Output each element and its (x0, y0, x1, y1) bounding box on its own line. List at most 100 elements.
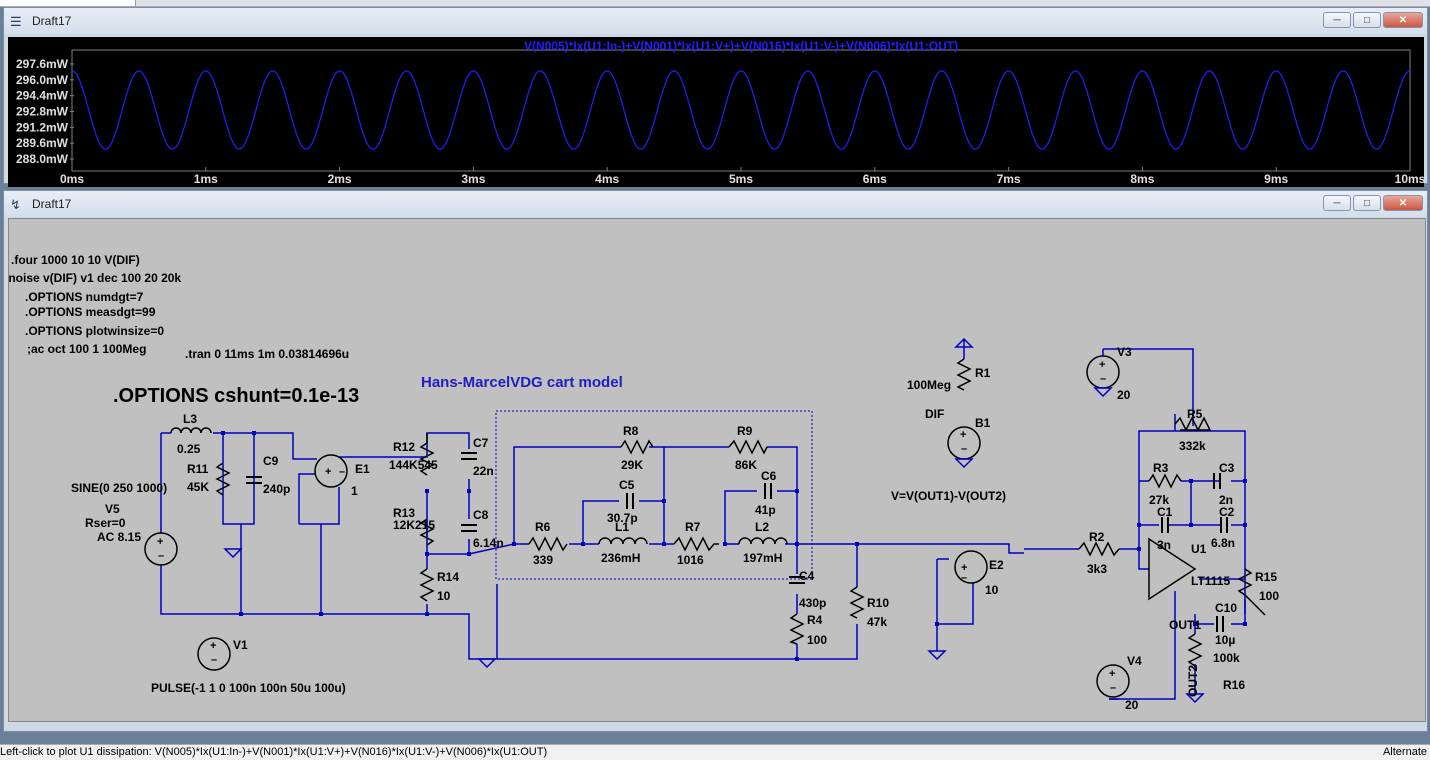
schematic-window: ↯ Draft17 ─ □ ✕ .four 1000 10 10 V(DIF) … (3, 190, 1428, 732)
x-tick-label: 7ms (997, 172, 1021, 186)
label-r8: R8 (623, 424, 639, 438)
label-c9-val: 240p (263, 482, 290, 496)
label-r2-val: 3k3 (1087, 562, 1107, 576)
label-v5-rser: Rser=0 (85, 516, 126, 530)
x-tick-label: 1ms (194, 172, 218, 186)
label-r11: R11 (187, 462, 209, 476)
label-r5-val: 332k (1179, 439, 1206, 453)
svg-text:–: – (961, 443, 967, 455)
x-tick-label: 8ms (1130, 172, 1154, 186)
x-tick-label: 9ms (1264, 172, 1288, 186)
label-r12-val: 144K545 (389, 458, 438, 472)
label-r10: R10 (867, 596, 889, 610)
label-r15: R15 (1255, 570, 1277, 584)
svg-text:+: + (1109, 668, 1115, 680)
label-v4-val: 20 (1125, 698, 1139, 712)
waveform-plot-area[interactable]: V(N005)*Ix(U1:In-)+V(N001)*Ix(U1:V+)+V(N… (8, 37, 1424, 187)
label-dif: DIF (925, 407, 944, 421)
directive-measdgt[interactable]: .OPTIONS measdgt=99 (25, 305, 156, 319)
inductors[interactable] (170, 427, 788, 545)
x-tick-label: 5ms (729, 172, 753, 186)
label-r7-val: 1016 (677, 553, 704, 567)
minimize-button[interactable]: ─ (1323, 12, 1351, 28)
schematic-canvas[interactable]: .four 1000 10 10 V(DIF) .noise v(DIF) v1… (8, 218, 1426, 722)
label-r9: R9 (737, 424, 753, 438)
svg-text:–: – (961, 572, 967, 584)
wires (160, 348, 1246, 700)
label-v5-ac: AC 8.15 (97, 530, 141, 544)
y-tick-label: 294.4mW (16, 89, 69, 103)
label-c10-val: 10µ (1215, 633, 1235, 647)
label-r10-val: 47k (867, 615, 887, 629)
label-v4: V4 (1127, 654, 1142, 668)
x-tick-label: 2ms (328, 172, 352, 186)
label-r7: R7 (685, 520, 701, 534)
label-c5-val: 30.7p (607, 511, 638, 525)
label-l2-val: 197mH (743, 551, 782, 565)
maximize-button[interactable]: □ (1353, 195, 1381, 211)
y-tick-label: 296.0mW (16, 73, 69, 87)
label-r6-val: 339 (533, 553, 553, 567)
directive-tran[interactable]: .tran 0 11ms 1m 0.03814696u (185, 347, 349, 361)
resistors[interactable] (215, 358, 1266, 667)
label-r3: R3 (1153, 461, 1169, 475)
y-tick-label: 292.8mW (16, 105, 69, 119)
label-c3: C3 (1219, 461, 1235, 475)
label-c8-val: 6.14n (473, 536, 504, 550)
schematic-window-titlebar[interactable]: ↯ Draft17 ─ □ ✕ (4, 191, 1427, 217)
schematic-window-title: Draft17 (32, 197, 72, 211)
directive-numdgt[interactable]: .OPTIONS numdgt=7 (25, 290, 144, 304)
supply-wires (1102, 349, 1119, 700)
directive-plotwinsize[interactable]: .OPTIONS plotwinsize=0 (25, 324, 164, 338)
svg-text:+: + (961, 562, 967, 574)
sources[interactable] (144, 355, 1130, 698)
svg-text:+: + (157, 536, 163, 548)
status-bar: Left-click to plot U1 dissipation: V(N00… (0, 744, 1430, 760)
svg-text:–: – (339, 466, 345, 478)
model-title[interactable]: Hans-MarcelVDG cart model (421, 374, 623, 391)
opamp-u1[interactable] (1148, 537, 1197, 601)
plot-window-titlebar[interactable]: ☰ Draft17 ─ □ ✕ (4, 8, 1427, 34)
label-v5-sine: SINE(0 250 1000) (71, 481, 167, 495)
label-r14: R14 (437, 570, 459, 584)
label-r12: R12 (393, 440, 415, 454)
label-u1-model: LT1115 (1191, 574, 1230, 588)
junction-dots (221, 431, 1247, 661)
svg-text:–: – (1110, 682, 1116, 694)
label-l3: L3 (183, 412, 197, 426)
close-button[interactable]: ✕ (1383, 195, 1423, 211)
label-e1-val: 1 (351, 484, 358, 498)
svg-text:+: + (960, 429, 966, 441)
label-r4: R4 (807, 613, 823, 627)
label-c2-val: 6.8n (1211, 536, 1235, 550)
trace-title[interactable]: V(N005)*Ix(U1:In-)+V(N001)*Ix(U1:V+)+V(N… (524, 39, 958, 53)
waveform-icon: ☰ (10, 14, 22, 29)
minimize-button[interactable]: ─ (1323, 195, 1351, 211)
label-c1-val: 3n (1157, 538, 1171, 552)
label-l1: L1 (615, 520, 629, 534)
capacitors[interactable] (246, 452, 1228, 632)
label-r8-val: 29K (621, 458, 643, 472)
label-c10: C10 (1215, 601, 1237, 615)
label-r4-val: 100 (807, 633, 827, 647)
directive-cshunt[interactable]: .OPTIONS cshunt=0.1e-13 (113, 385, 359, 407)
directive-four[interactable]: .four 1000 10 10 V(DIF) (11, 253, 140, 267)
label-out2: OUT2 (1186, 665, 1200, 697)
label-u1: U1 (1191, 542, 1207, 556)
label-r3-val: 27k (1149, 493, 1169, 507)
label-r2: R2 (1089, 530, 1105, 544)
power-trace[interactable] (71, 70, 1411, 150)
maximize-button[interactable]: □ (1353, 12, 1381, 28)
label-c2: C2 (1219, 505, 1235, 519)
label-c1: C1 (1157, 505, 1173, 519)
label-c7-val: 22n (473, 464, 494, 478)
svg-text:–: – (1100, 373, 1106, 385)
label-r13-val: 12K215 (393, 518, 435, 532)
tab-active[interactable] (0, 0, 136, 6)
tab-strip (0, 0, 1430, 7)
x-tick-label: 10ms (1395, 172, 1424, 186)
directive-noise[interactable]: .noise v(DIF) v1 dec 100 20 20k (9, 271, 181, 285)
directive-ac-comment[interactable]: ;ac oct 100 1 100Meg (27, 342, 146, 356)
close-button[interactable]: ✕ (1383, 12, 1423, 28)
label-v3: V3 (1117, 345, 1132, 359)
